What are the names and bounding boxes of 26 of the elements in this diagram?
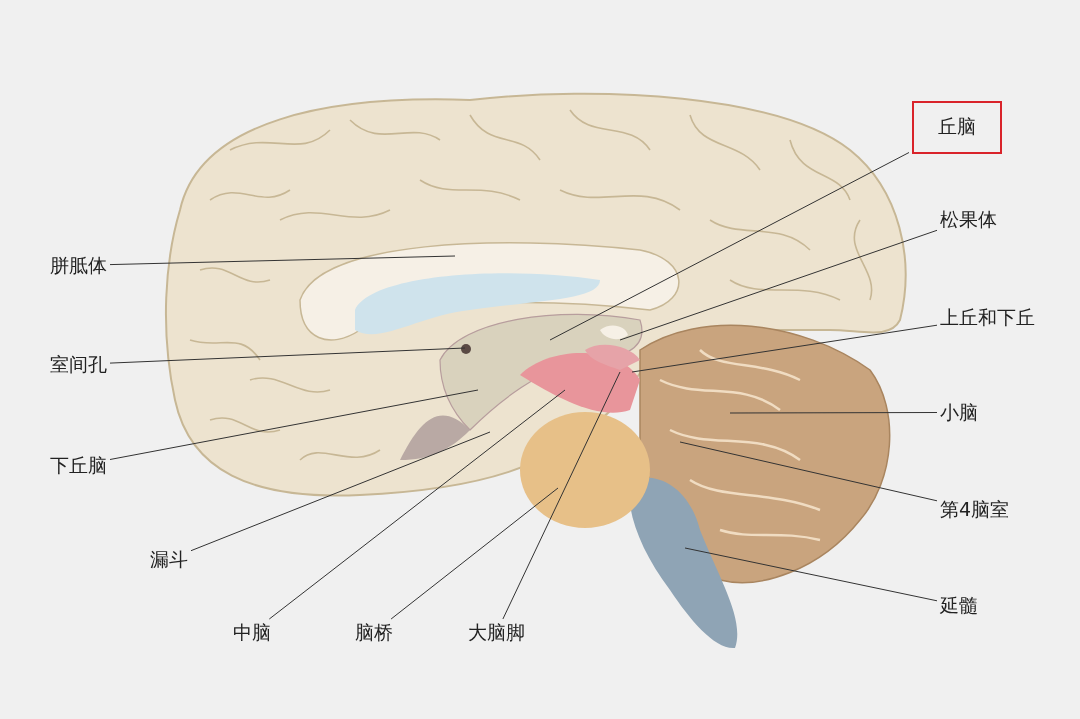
leader-line — [619, 229, 938, 341]
leader-line — [549, 152, 910, 341]
part-label: 室间孔 — [50, 353, 107, 376]
part-label: 下丘脑 — [50, 454, 107, 477]
part-label: 第4脑室 — [940, 498, 1010, 521]
part-label: 大脑脚 — [468, 621, 525, 644]
part-label: 延髓 — [940, 594, 978, 617]
part-label: 漏斗 — [150, 548, 188, 571]
leader-line — [631, 324, 938, 373]
leader-line — [109, 389, 479, 460]
leader-line — [390, 487, 559, 620]
leader-line — [729, 412, 938, 414]
part-label: 胼胝体 — [50, 254, 107, 277]
part-label: 中脑 — [233, 621, 271, 644]
leader-line — [109, 347, 466, 364]
part-label: 小脑 — [940, 401, 978, 424]
part-label: 脑桥 — [355, 621, 393, 644]
leader-line — [684, 547, 938, 602]
part-label: 上丘和下丘 — [940, 306, 1035, 329]
leader-line — [109, 255, 456, 266]
leader-line — [268, 389, 566, 620]
leader-line — [190, 431, 491, 552]
highlight-box: 丘脑 — [912, 101, 1002, 154]
part-label: 松果体 — [940, 208, 997, 231]
leader-line — [502, 371, 621, 620]
leader-line — [679, 441, 938, 502]
